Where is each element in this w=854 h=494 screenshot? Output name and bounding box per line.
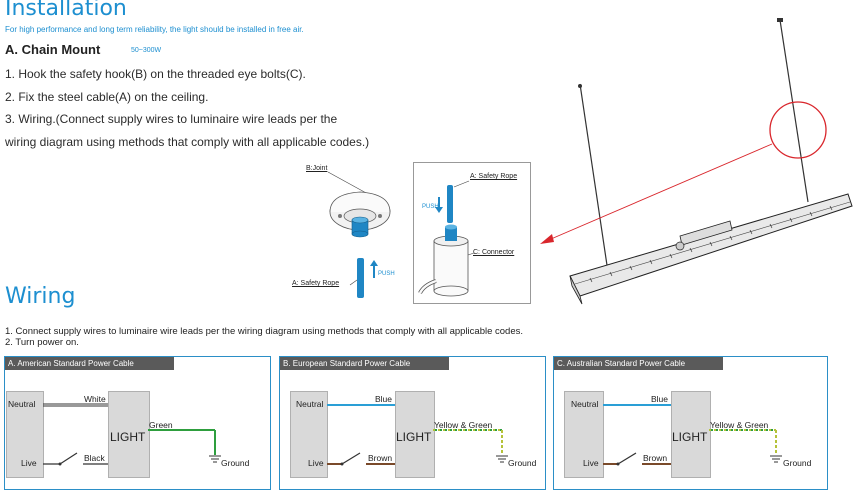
connector-diagram-box: [413, 162, 531, 304]
light-label: LIGHT: [396, 430, 432, 444]
connector-illustration: [418, 180, 475, 297]
top-wire-label: Blue: [651, 394, 669, 404]
panel-title-european: B. European Standard Power Cable: [280, 357, 449, 370]
power-source-box: [6, 391, 44, 478]
bottom-wire-label: Brown: [643, 453, 668, 463]
push-label-top: PUSH: [422, 204, 439, 210]
ground-wire-label: Yellow & Green: [710, 420, 769, 430]
ground-label: Ground: [508, 458, 537, 468]
neutral-label: Neutral: [8, 399, 36, 409]
live-label: Live: [583, 458, 599, 468]
light-box: [395, 391, 435, 478]
wiring-panel-australian: C. Australian Standard Power Cable Neutr…: [553, 356, 828, 490]
wiring-lines-european: [327, 404, 508, 466]
live-label: Live: [308, 458, 324, 468]
ground-wire-label: Green: [149, 420, 173, 430]
wattage-label: 50~300W: [131, 47, 162, 54]
connector-label: C: Connector: [473, 249, 515, 256]
install-step-1: 1. Hook the safety hook(B) on the thread…: [5, 67, 306, 81]
live-label: Live: [21, 458, 37, 468]
wiring-step-1: 1. Connect supply wires to luminaire wir…: [5, 326, 524, 337]
top-wire-label: White: [84, 394, 106, 404]
wiring-lines-american: [43, 403, 221, 466]
panel-title-american: A. American Standard Power Cable: [5, 357, 174, 370]
bottom-wire-label: Black: [84, 453, 105, 463]
safety-rope-label-top: A: Safety Rope: [470, 173, 518, 180]
joint-label: B:Joint: [306, 165, 328, 172]
neutral-label: Neutral: [571, 399, 599, 409]
wiring-step-2: 2. Turn power on.: [5, 337, 79, 348]
installation-title: Installation: [5, 0, 127, 21]
light-box: [108, 391, 150, 478]
power-source-box: [290, 391, 328, 478]
safety-rope-label-bottom: A: Safety Rope: [292, 280, 340, 287]
neutral-label: Neutral: [296, 399, 324, 409]
wiring-lines-australian: [603, 404, 782, 466]
power-source-box: [564, 391, 604, 478]
install-step-3-cont: wiring diagram using methods that comply…: [5, 135, 370, 149]
top-wire-label: Blue: [375, 394, 393, 404]
wiring-panel-european: B. European Standard Power Cable Neutral…: [279, 356, 546, 490]
push-label-bottom: PUSH: [378, 271, 395, 277]
ground-label: Ground: [783, 458, 812, 468]
bottom-wire-label: Brown: [368, 453, 393, 463]
installation-subtitle: For high performance and long term relia…: [5, 25, 304, 34]
wiring-title: Wiring: [5, 284, 76, 309]
install-step-3: 3. Wiring.(Connect supply wires to lumin…: [5, 112, 338, 126]
light-label: LIGHT: [110, 430, 146, 444]
install-step-2: 2. Fix the steel cable(A) on the ceiling…: [5, 90, 209, 104]
light-label: LIGHT: [672, 430, 708, 444]
linear-fixture-illustration: [540, 18, 853, 305]
joint-diagram: [327, 171, 391, 298]
chain-mount-heading: A. Chain Mount: [5, 42, 101, 57]
ground-wire-label: Yellow & Green: [434, 420, 493, 430]
light-box: [671, 391, 711, 478]
wiring-panel-american: A. American Standard Power Cable Neutral…: [4, 356, 271, 490]
ground-label: Ground: [221, 458, 250, 468]
panel-title-australian: C. Australian Standard Power Cable: [554, 357, 723, 370]
